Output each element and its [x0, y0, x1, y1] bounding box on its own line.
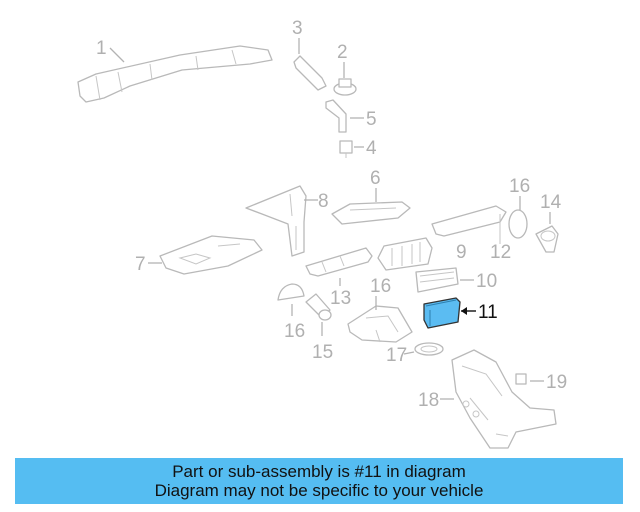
part-19-duct [451, 349, 557, 449]
svg-text:6: 6 [370, 168, 381, 189]
part-7-duct [159, 235, 263, 275]
label-12: 12 [490, 242, 511, 263]
label-8: 8 [304, 191, 329, 212]
label-2: 2 [337, 42, 348, 78]
svg-text:10: 10 [476, 271, 497, 292]
svg-text:15: 15 [312, 342, 333, 363]
banner-line-1: Part or sub-assembly is #11 in diagram [172, 462, 466, 481]
part-6-duct [331, 201, 411, 225]
label-10: 10 [460, 271, 497, 292]
part-9-vent [377, 237, 433, 271]
svg-text:9: 9 [456, 242, 467, 263]
label-16-lower: 16 [284, 304, 305, 342]
label-11-highlighted: 11 [461, 302, 498, 323]
svg-text:4: 4 [366, 138, 377, 159]
svg-text:1: 1 [96, 38, 107, 59]
label-9: 9 [456, 242, 467, 263]
part-14-vent [535, 225, 559, 253]
part-12-duct [431, 205, 507, 244]
part-18-grille [414, 342, 444, 356]
label-1: 1 [96, 38, 125, 63]
svg-text:16: 16 [509, 176, 530, 197]
label-5: 5 [350, 109, 377, 130]
label-14: 14 [540, 192, 562, 224]
label-4: 4 [354, 138, 377, 159]
svg-text:19: 19 [546, 372, 567, 393]
svg-text:2: 2 [337, 42, 348, 63]
exploded-parts-diagram: 1 2 3 5 4 6 [77, 18, 567, 449]
svg-text:3: 3 [292, 18, 303, 39]
svg-text:5: 5 [366, 109, 377, 130]
svg-text:12: 12 [490, 242, 511, 263]
svg-text:13: 13 [330, 288, 351, 309]
part-17-housing [347, 305, 413, 343]
label-16-upper: 16 [509, 176, 530, 210]
svg-text:16: 16 [370, 276, 391, 297]
banner-line-2: Diagram may not be specific to your vehi… [154, 481, 484, 500]
svg-text:11: 11 [478, 302, 498, 323]
label-18: 17 [386, 345, 415, 366]
part-20-bracket [515, 373, 527, 385]
part-3-duct [293, 55, 327, 91]
part-5-hose [325, 99, 347, 133]
svg-text:8: 8 [318, 191, 329, 212]
part-16-cap-lower [277, 283, 305, 301]
svg-text:17: 17 [386, 345, 407, 366]
svg-text:18: 18 [418, 390, 439, 411]
label-20: 19 [530, 372, 567, 393]
part-8-duct [245, 185, 307, 257]
label-19: 18 [418, 390, 454, 411]
label-6: 6 [370, 168, 381, 202]
part-1-duct [77, 45, 273, 103]
part-10-vent [415, 267, 459, 293]
part-2-grommet [333, 78, 357, 96]
svg-text:16: 16 [284, 321, 305, 342]
svg-text:14: 14 [540, 192, 562, 213]
part-15-nozzle [305, 293, 332, 321]
label-7: 7 [135, 254, 162, 275]
label-13: 13 [330, 278, 351, 309]
label-15: 15 [312, 322, 333, 363]
info-banner: Part or sub-assembly is #11 in diagram D… [15, 458, 623, 504]
part-11-highlighted [423, 297, 461, 329]
label-3: 3 [292, 18, 303, 54]
part-13-duct [305, 247, 373, 277]
label-17: 16 [370, 276, 391, 310]
part-16-cap-upper [508, 209, 528, 239]
svg-text:7: 7 [135, 254, 146, 275]
part-4-clip [339, 140, 353, 158]
